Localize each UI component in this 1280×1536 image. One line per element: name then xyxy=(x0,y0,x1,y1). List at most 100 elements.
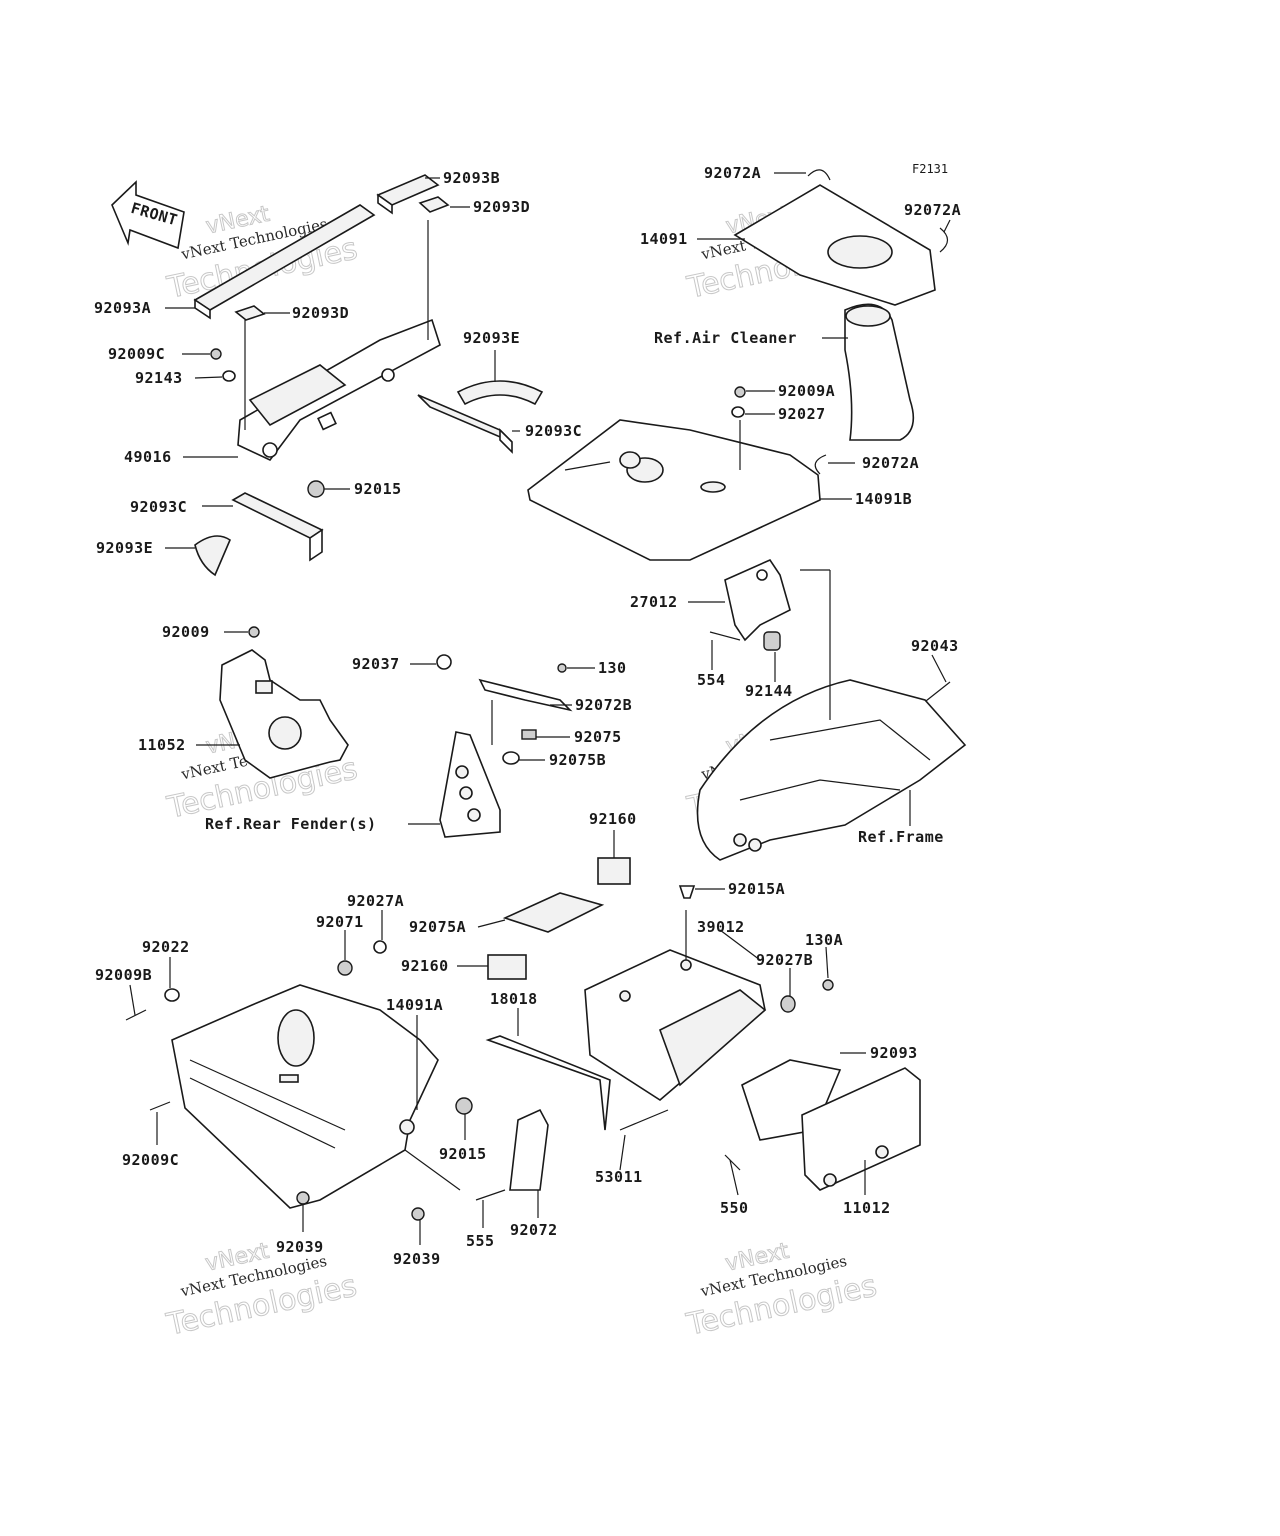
callout-11052: 11052 xyxy=(138,736,186,754)
part-bolt-92009C-top xyxy=(210,348,222,360)
part-pin-550 xyxy=(724,1154,741,1171)
part-bolt-92009 xyxy=(248,626,260,638)
callout-ref-frame: Ref.Frame xyxy=(858,828,944,846)
part-holder-11052 xyxy=(219,649,349,779)
watermark-bottom-left: vNext vNext Technologies Technologies xyxy=(163,1238,361,1343)
callout-92093C-left: 92093C xyxy=(130,498,187,516)
part-clip-92072A-low xyxy=(814,454,827,475)
part-foam-92093D-mid xyxy=(234,305,266,321)
callout-labels: 92093B 92093D 92093A 92093D 92009C 92143… xyxy=(94,164,961,1268)
part-foam-92093D-top xyxy=(418,196,450,213)
callout-14091: 14091 xyxy=(640,230,688,248)
callout-92093E-left: 92093E xyxy=(96,539,153,557)
part-nut-92015-top xyxy=(307,480,325,498)
callout-14091B: 14091B xyxy=(855,490,912,508)
callout-92009B: 92009B xyxy=(95,966,152,984)
callout-92075B: 92075B xyxy=(549,751,606,769)
part-washer-92027B xyxy=(780,995,796,1013)
part-spring-92144 xyxy=(763,631,781,651)
callout-92160-top: 92160 xyxy=(589,810,637,828)
callout-18018: 18018 xyxy=(490,990,538,1008)
callout-92072A-low: 92072A xyxy=(862,454,919,472)
part-washer-92022 xyxy=(164,988,180,1002)
part-bolt-130A xyxy=(822,979,834,991)
part-screw-92039-b xyxy=(411,1207,425,1221)
part-cover-14091 xyxy=(733,184,936,306)
part-frame-ref xyxy=(696,679,967,861)
part-rubber-92075B xyxy=(502,751,520,765)
callout-53011: 53011 xyxy=(595,1168,643,1186)
callout-92009C-bot: 92009C xyxy=(122,1151,179,1169)
part-foam-92093C-right xyxy=(417,394,513,454)
callout-550: 550 xyxy=(720,1199,749,1217)
callout-92072: 92072 xyxy=(510,1221,558,1239)
callout-92009: 92009 xyxy=(162,623,210,641)
watermark-bottom-right: vNext vNext Technologies Technologies xyxy=(683,1238,881,1343)
callout-92093B: 92093B xyxy=(443,169,500,187)
part-foam-92093E-top xyxy=(456,380,544,406)
part-washer-92027 xyxy=(731,406,745,418)
callout-ref-air-cleaner: Ref.Air Cleaner xyxy=(654,329,797,347)
callout-92072B: 92072B xyxy=(575,696,632,714)
callout-27012: 27012 xyxy=(630,593,678,611)
callout-92022: 92022 xyxy=(142,938,190,956)
callout-92071: 92071 xyxy=(316,913,364,931)
callout-92075: 92075 xyxy=(574,728,622,746)
part-grommet-92015A xyxy=(678,885,696,899)
callout-92009C-top: 92009C xyxy=(108,345,165,363)
part-air-cleaner-duct xyxy=(844,303,915,441)
part-foam-92093B xyxy=(376,174,440,215)
part-holder-92072 xyxy=(509,1108,549,1191)
callout-92072A-r: 92072A xyxy=(904,201,961,219)
front-arrow-icon: FRONT xyxy=(111,180,185,250)
watermark-top-left: vNext vNext Technologies Technologies xyxy=(163,201,361,306)
part-bolt-92009A xyxy=(734,386,746,398)
part-hinge-27012 xyxy=(724,558,791,642)
callout-39012: 39012 xyxy=(697,918,745,936)
part-bolt-92009C-bot xyxy=(149,1101,171,1111)
part-foam-92093A xyxy=(193,204,376,320)
callout-92093C-right: 92093C xyxy=(525,422,582,440)
callout-92027B: 92027B xyxy=(756,951,813,969)
leader-lines xyxy=(129,172,951,1245)
part-clip-92072A-tl xyxy=(807,169,831,181)
callout-92039-a: 92039 xyxy=(276,1238,324,1256)
part-pin-555 xyxy=(475,1189,506,1201)
callout-92093: 92093 xyxy=(870,1044,918,1062)
part-bolt-130 xyxy=(557,663,567,673)
callout-92039-b: 92039 xyxy=(393,1250,441,1268)
callout-92093E-top: 92093E xyxy=(463,329,520,347)
callout-92075A: 92075A xyxy=(409,918,466,936)
callout-92015-bot: 92015 xyxy=(439,1145,487,1163)
callout-92015-top: 92015 xyxy=(354,480,402,498)
callout-92015A: 92015A xyxy=(728,880,785,898)
callout-92072A-tl: 92072A xyxy=(704,164,761,182)
callout-555: 555 xyxy=(466,1232,495,1250)
part-pin-554 xyxy=(709,631,741,641)
part-bracket-18018 xyxy=(485,1035,611,1131)
callout-130A: 130A xyxy=(805,931,843,949)
part-bolt-53011 xyxy=(619,1109,669,1131)
callout-92037: 92037 xyxy=(352,655,400,673)
callout-92144: 92144 xyxy=(745,682,793,700)
callout-92143: 92143 xyxy=(135,369,183,387)
part-pad-92160-top xyxy=(597,857,631,885)
callout-92027: 92027 xyxy=(778,405,826,423)
part-rear-fender-ref xyxy=(439,731,501,838)
part-pad-92160-mid xyxy=(487,954,527,980)
part-washer-92027A xyxy=(373,940,387,954)
part-rubber-92075 xyxy=(521,729,537,740)
callout-92009A: 92009A xyxy=(778,382,835,400)
callout-554: 554 xyxy=(697,671,726,689)
part-pad-92075A xyxy=(502,892,605,933)
callout-49016: 49016 xyxy=(124,448,172,466)
part-grommet-92071 xyxy=(337,960,353,976)
part-bolt-92009B xyxy=(125,1009,147,1021)
part-cover-14091A xyxy=(171,984,439,1209)
part-battery-11012 xyxy=(801,1067,921,1191)
callout-130: 130 xyxy=(598,659,627,677)
part-foam-92093C-left xyxy=(231,492,324,562)
callout-92093D-mid: 92093D xyxy=(292,304,349,322)
part-nut-92015-bot xyxy=(455,1097,473,1115)
